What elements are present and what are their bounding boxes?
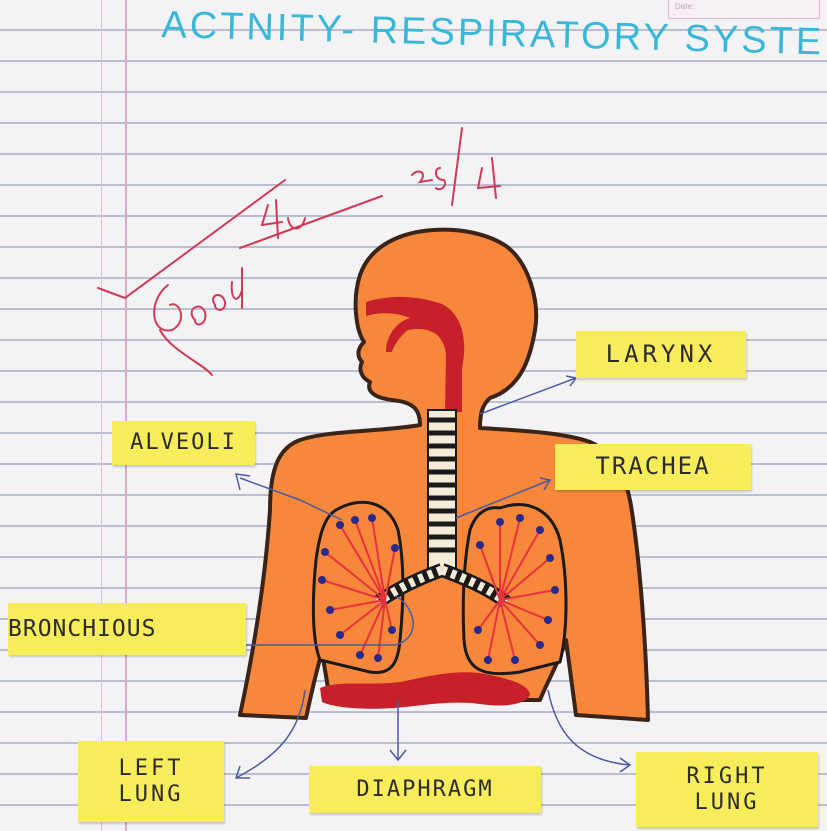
signature-good [154, 268, 242, 375]
label-bronchious: BRONCHIOUS [8, 603, 246, 655]
check-mark [98, 180, 285, 298]
label-left-lung: LEFT LUNG [78, 741, 224, 822]
label-diaphragm: DIAPHRAGM [309, 766, 541, 813]
label-right-lung: RIGHT LUNG [636, 752, 818, 827]
signature-date [412, 128, 500, 205]
signature-underline [240, 196, 382, 248]
label-alveoli: ALVEOLI [112, 421, 255, 465]
label-trachea: TRACHEA [555, 444, 751, 490]
label-larynx: LARYNX [576, 331, 746, 378]
arrow-diaphragm [390, 700, 406, 760]
